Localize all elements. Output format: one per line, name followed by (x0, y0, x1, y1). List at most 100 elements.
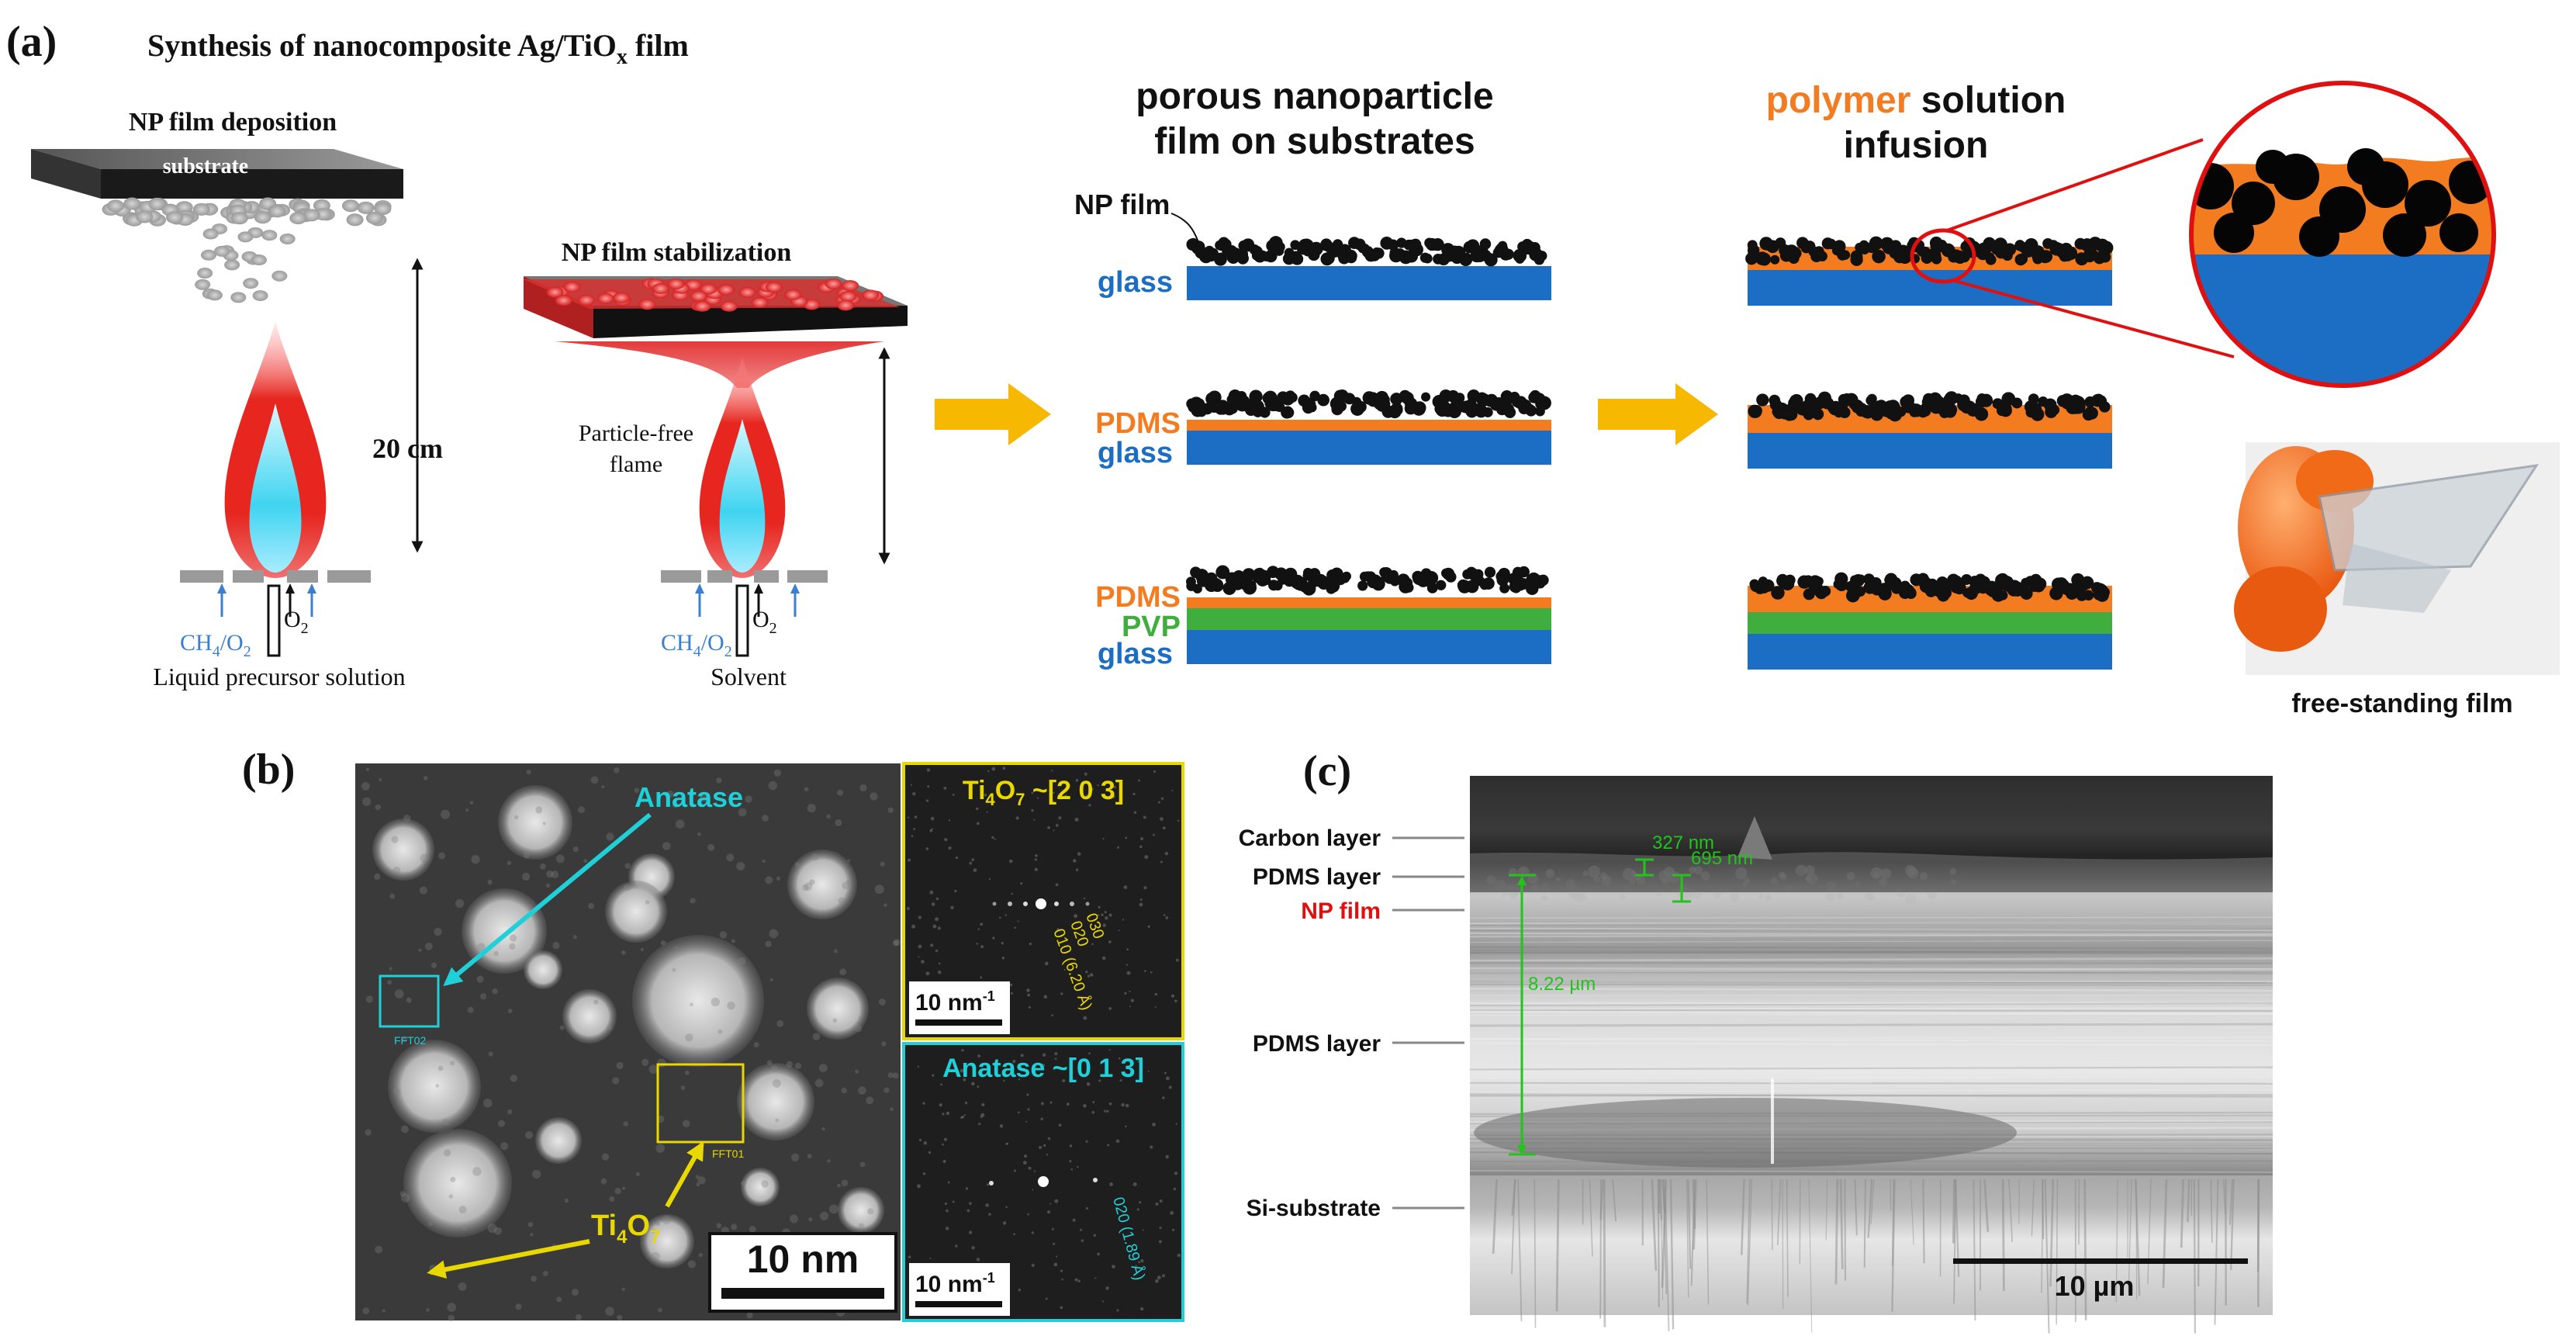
deposition-title: NP film deposition (129, 108, 337, 137)
si-streak (1687, 1179, 1692, 1269)
fft-noise (1098, 921, 1100, 924)
haadf-speckle (621, 950, 626, 955)
si-streak (1669, 1179, 1675, 1330)
pdms-label-3: PDMS (1095, 581, 1181, 614)
zoom-particle (2439, 213, 2478, 252)
np-particle (1404, 402, 1417, 415)
fft-noise (942, 1113, 945, 1116)
sem-band (1469, 951, 2273, 954)
haadf-speckle (479, 993, 487, 1000)
fft-noise (1058, 816, 1062, 820)
zoom-line-bottom (1954, 279, 2235, 358)
fft-noise (1118, 929, 1120, 932)
haadf-speckle (716, 777, 722, 784)
fft-noise (1126, 971, 1131, 975)
fft-noise (1025, 1120, 1028, 1123)
haadf-speckle (867, 1208, 874, 1215)
porous-film-column: porous nanoparticle film on substrates N… (1074, 76, 1551, 670)
fft-noise (1144, 970, 1146, 973)
haadf-particle (535, 1117, 582, 1164)
si-streak (1747, 1179, 1752, 1306)
np-particle (1900, 396, 1912, 408)
haadf-speckle (794, 1062, 802, 1070)
np-particle (1759, 237, 1773, 251)
fft-noise (976, 1258, 980, 1262)
haadf-speckle (807, 804, 816, 813)
deposited-grain (166, 211, 184, 224)
haadf-speckle (375, 1245, 383, 1254)
fft-noise (1118, 1057, 1121, 1060)
substrate-label: substrate (163, 154, 248, 178)
haadf-speckle (523, 851, 531, 859)
haadf-speckle (738, 957, 746, 965)
sem-np-grain (1904, 893, 1917, 905)
deposition-setup: NP film deposition substrate (31, 108, 443, 690)
haadf-speckle (880, 861, 885, 867)
np-particle (1937, 589, 1950, 602)
haadf-speckle (832, 1018, 838, 1023)
fft-noise (928, 1151, 932, 1154)
fft01-label: FFT01 (712, 1147, 744, 1160)
fft-noise (998, 916, 1001, 919)
np-particle (1939, 407, 1950, 418)
haadf-image: FFT02 FFT01 Anatase Ti4O7 10 nm (355, 763, 901, 1322)
haadf-speckle (716, 1223, 722, 1229)
np-particle (1529, 247, 1543, 261)
haadf-speckle (769, 929, 779, 939)
haadf-speckle (662, 1215, 672, 1224)
fft-noise (1104, 1109, 1107, 1113)
fft-noise (1020, 882, 1023, 885)
haadf-particle (787, 850, 857, 919)
si-streak (1839, 1179, 1844, 1269)
haadf-speckle (719, 931, 728, 939)
haadf-speckle (500, 1142, 509, 1151)
haadf-speckle (396, 1089, 401, 1095)
np-particle (1897, 250, 1912, 265)
sem-band (1469, 987, 2273, 992)
np-particle (1823, 397, 1834, 409)
zoom-particle (2232, 182, 2275, 225)
fft-noise (1069, 1144, 1073, 1147)
si-streak (2083, 1179, 2087, 1320)
haadf-speckle (858, 1086, 866, 1095)
cloud-grain (237, 231, 254, 243)
cloud-grain (271, 270, 288, 282)
fft-noise (1018, 1288, 1022, 1292)
fft-noise (1060, 1306, 1063, 1310)
fft-noise (1088, 804, 1091, 807)
fft-top-title: Ti4O7 ~[2 0 3] (963, 776, 1124, 809)
si-streak (1953, 1179, 1957, 1304)
fft-noise (1101, 913, 1104, 916)
si-streak (2147, 1179, 2152, 1285)
np-particle (1389, 248, 1403, 263)
fft-noise (1087, 974, 1091, 978)
haadf-speckle (509, 943, 516, 950)
np-particle (1962, 587, 1973, 598)
burner-2 (661, 570, 828, 583)
fft-noise (1069, 1160, 1072, 1163)
fft-noise (935, 897, 939, 901)
fft-noise (963, 1113, 966, 1116)
np-particle (1242, 568, 1256, 582)
np-particle (1421, 392, 1431, 402)
fft-noise (1058, 1123, 1062, 1127)
haadf-speckle (835, 819, 842, 826)
fft-noise (1015, 816, 1019, 820)
sem-np-grain (1730, 892, 1740, 902)
fft-noise (1085, 1206, 1088, 1210)
si-streak (1952, 1179, 1955, 1244)
fft-noise (963, 1078, 966, 1082)
fft-noise (1170, 1211, 1174, 1215)
fft-noise (980, 945, 984, 949)
si-streak (1786, 1179, 1789, 1297)
haadf-speckle (450, 1061, 455, 1066)
fft-noise (1130, 999, 1135, 1002)
haadf-speckle (874, 884, 884, 895)
np-particle (1476, 392, 1488, 403)
sem-band (1469, 928, 2273, 931)
fft-noise (1140, 1259, 1144, 1263)
o2-2-main: O (752, 607, 769, 632)
np-particle (1251, 251, 1262, 261)
fft-noise (999, 1124, 1004, 1128)
haadf-speckle (766, 1060, 773, 1066)
